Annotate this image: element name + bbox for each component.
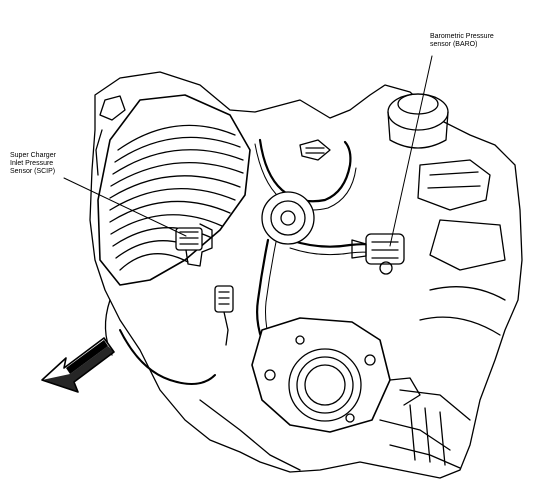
throttle-body [251,317,421,433]
baro-label-line2: sensor (BARO) [430,41,478,48]
engine-outline [89,71,523,479]
baro-sensor-label: Barometric Pressure sensor (BARO) [430,33,494,49]
front-direction-arrow-icon [41,337,115,393]
baro-label-line1: Barometric Pressure [430,33,494,40]
lower-engine-structure [199,389,471,471]
scip-leader-line [63,177,187,237]
scip-label-line1: Super Charger [10,152,56,159]
baro-sensor-graphic [351,233,405,275]
scip-label-line2: Inlet Pressure [10,160,54,167]
leader-lines [63,55,433,247]
supercharger-body [95,94,251,286]
reservoir-cap [387,93,449,149]
right-side-components [417,159,506,336]
round-canister [261,191,315,245]
scip-label-line3: Sensor (SCIP) [10,168,56,175]
scip-sensor-graphic [175,223,234,346]
baro-leader-line [389,55,433,247]
scip-sensor-label: Super Charger Inlet Pressure Sensor (SCI… [10,152,56,176]
